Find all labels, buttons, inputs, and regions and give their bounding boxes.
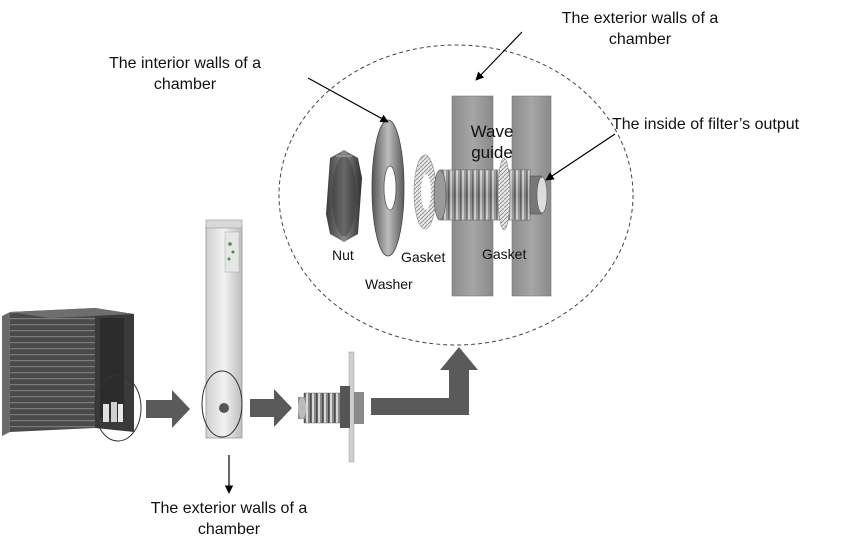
label-filter-output-text: The inside of filter’s output	[612, 116, 800, 133]
flow-arrow-to-detail	[371, 347, 478, 415]
gasket-left-part	[413, 154, 437, 230]
label-gasket-left: Gasket	[401, 249, 446, 265]
label-nut: Nut	[332, 247, 354, 263]
washer-part	[371, 119, 405, 257]
label-interior-walls-line1: The interior walls of a	[108, 55, 262, 72]
detail-dashed-ellipse	[278, 44, 634, 346]
flow-arrow-1	[146, 390, 190, 428]
assembled-connector	[298, 351, 364, 463]
label-exterior-walls-top-line2: chamber	[608, 31, 672, 48]
filter-box	[2, 308, 134, 436]
label-washer: Washer	[365, 276, 413, 292]
nut-part	[326, 150, 362, 242]
label-exterior-walls-bottom: The exterior walls of a chamber	[124, 498, 334, 540]
label-exterior-walls-top-line1: The exterior walls of a	[561, 10, 719, 27]
interior-wall-pointer	[307, 77, 389, 123]
label-exterior-walls-bottom-line1: The exterior walls of a	[150, 500, 308, 517]
label-filter-output: The inside of filter’s output	[612, 114, 848, 135]
label-waveguide-line2: guide	[471, 143, 513, 162]
waveguide-tube	[433, 169, 548, 221]
gasket-right-part	[497, 157, 511, 231]
label-gasket-right: Gasket	[482, 246, 527, 262]
exterior-wall-top-pointer	[475, 31, 523, 81]
filter-output-bar	[205, 219, 243, 439]
filter-output-pointer	[545, 133, 616, 181]
flow-arrow-2	[250, 389, 292, 427]
bar-highlight-ellipse	[201, 370, 243, 438]
label-waveguide-line1: Wave	[470, 122, 514, 141]
filter-box-highlight-ellipse	[94, 374, 142, 442]
label-exterior-walls-top: The exterior walls of a chamber	[535, 8, 745, 50]
label-interior-walls: The interior walls of a chamber	[80, 53, 290, 95]
label-waveguide: Wave guide	[458, 121, 526, 163]
label-interior-walls-line2: chamber	[153, 76, 217, 93]
label-exterior-walls-bottom-line2: chamber	[197, 521, 261, 538]
